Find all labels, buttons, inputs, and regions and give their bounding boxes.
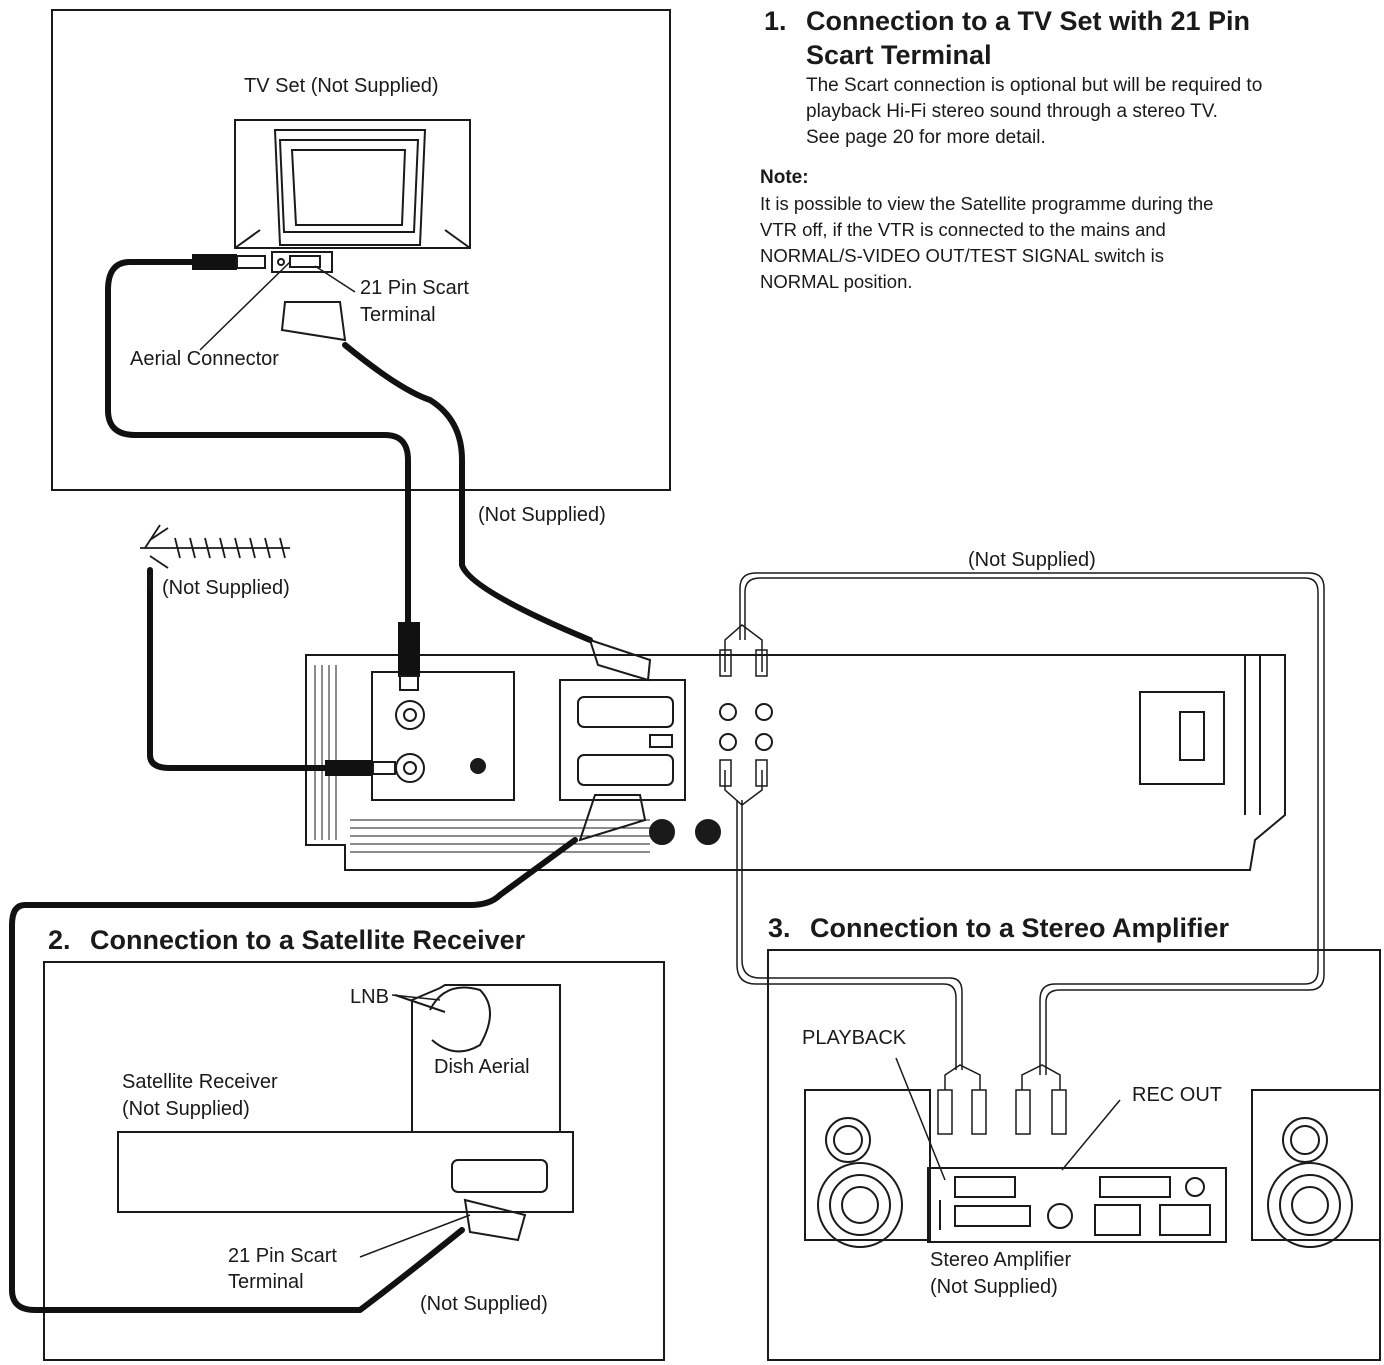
tv-plug <box>192 254 266 270</box>
note-line: VTR off, if the VTR is connected to the … <box>760 219 1166 240</box>
section2-heading: 2. Connection to a Satellite Receiver <box>48 924 525 957</box>
vcr-unit <box>305 654 1286 871</box>
aerial-connector-label: Aerial Connector <box>130 348 279 370</box>
satellite-receiver-label: Satellite Receiver <box>122 1071 278 1093</box>
section1-body: The Scart connection is optional but wil… <box>806 73 1262 151</box>
section2-title: Connection to a Satellite Receiver <box>90 925 526 955</box>
antenna-label: (Not Supplied) <box>162 577 290 599</box>
section1-body-line: The Scart connection is optional but wil… <box>806 75 1263 96</box>
tv-scart-terminal-label: 21 Pin Scart <box>360 277 469 299</box>
rca-plugs <box>719 649 1067 1135</box>
stereo-amplifier-label: Stereo Amplifier <box>930 1249 1072 1271</box>
section3-heading: 3. Connection to a Stereo Amplifier <box>768 912 1229 945</box>
satellite-frame <box>43 961 665 1361</box>
audio-cables <box>724 572 1325 1090</box>
sat-scart-terminal-label-line2: Terminal <box>228 1271 304 1293</box>
dish-aerial-label: Dish Aerial <box>434 1056 530 1078</box>
aerial-cable-tv <box>105 259 411 628</box>
audio-cable-label: (Not Supplied) <box>968 549 1096 571</box>
tv-scart-terminal-label-line2: Terminal <box>360 304 436 326</box>
vcr-shading <box>314 665 650 853</box>
scart-cable-label: (Not Supplied) <box>478 504 606 526</box>
section3-number: 3. <box>768 913 791 943</box>
cables <box>9 259 593 1313</box>
note-line: NORMAL/S-VIDEO OUT/TEST SIGNAL switch is <box>760 245 1164 266</box>
section1-heading-line2: Scart Terminal <box>806 40 992 70</box>
section1-body-line: playback Hi-Fi stereo sound through a st… <box>806 101 1218 122</box>
antenna <box>140 524 290 569</box>
note-body: It is possible to view the Satellite pro… <box>760 191 1213 295</box>
note-line: NORMAL position. <box>760 271 913 292</box>
leader-lines <box>149 261 1121 1258</box>
section2-number: 2. <box>48 925 71 955</box>
satellite-scart-cable <box>9 837 578 1313</box>
satellite-receiver <box>117 984 574 1242</box>
section1-heading: 1. Connection to a TV Set with 21 Pin <box>764 5 1250 38</box>
section3-title: Connection to a Stereo Amplifier <box>810 913 1230 943</box>
vcr-plugs <box>325 622 652 842</box>
tv-set <box>234 119 471 342</box>
note-line: It is possible to view the Satellite pro… <box>760 193 1214 214</box>
stereo-amplifier-label-line2: (Not Supplied) <box>930 1276 1058 1298</box>
playback-label: PLAYBACK <box>802 1027 907 1049</box>
section1-body-line: See page 20 for more detail. <box>806 127 1046 148</box>
scart-cable-tv <box>342 342 593 643</box>
rec-out-label: REC OUT <box>1132 1084 1222 1106</box>
lnb-label: LNB <box>350 986 389 1008</box>
section1-title-line1: Connection to a TV Set with 21 Pin <box>806 6 1251 36</box>
note-title: Note: <box>760 167 809 188</box>
sat-scart-terminal-label: 21 Pin Scart <box>228 1245 337 1267</box>
sat-cable-label: (Not Supplied) <box>420 1293 548 1315</box>
antenna-cable <box>147 567 348 771</box>
section1-number: 1. <box>764 6 787 36</box>
tv-set-label: TV Set (Not Supplied) <box>244 75 439 97</box>
tv-frame <box>51 9 671 491</box>
stereo-system <box>804 1089 1381 1248</box>
satellite-receiver-label-line2: (Not Supplied) <box>122 1098 250 1120</box>
